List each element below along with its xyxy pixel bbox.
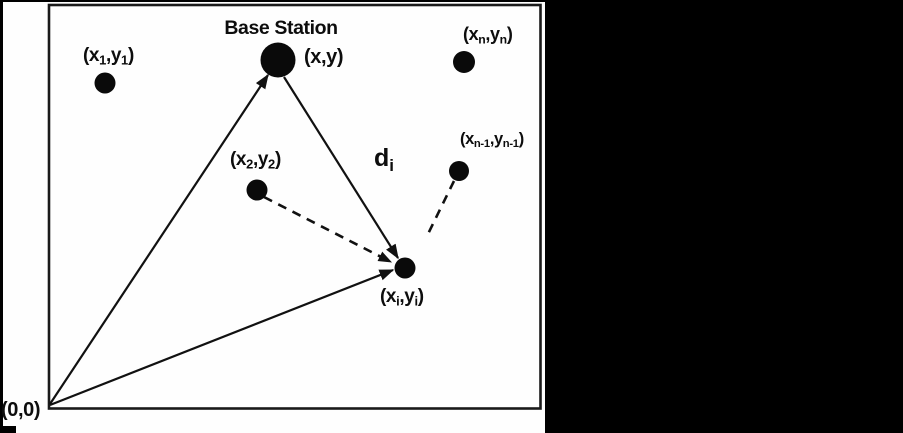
arrow-origin-to-node-i bbox=[49, 268, 395, 407]
deployment-area-border bbox=[47, 3, 542, 410]
sensor-node-n-1-dot bbox=[449, 161, 469, 181]
sensor-node-n-1-label: (xn-1,yn-1) bbox=[460, 130, 524, 151]
distance-label: di bbox=[374, 144, 394, 175]
base-station-dot bbox=[260, 42, 296, 78]
sensor-node-i-label: (xi,yi) bbox=[380, 286, 424, 309]
base-station-label: Base Station bbox=[224, 17, 338, 39]
arrow-origin-to-base-station bbox=[49, 73, 269, 405]
arrow-base-station-to-node-i bbox=[283, 76, 399, 260]
sensor-node-n-label: (xn,yn) bbox=[463, 24, 513, 47]
sensor-node-2-label: (x2,y2) bbox=[230, 149, 281, 172]
sensor-node-1-dot bbox=[94, 72, 116, 94]
origin-label: (0,0) bbox=[1, 399, 41, 421]
dashed-link-node-n-1-to-node-i bbox=[426, 180, 456, 235]
base-station-coords-label: (x,y) bbox=[304, 46, 344, 68]
sensor-node-i-dot bbox=[394, 257, 416, 279]
sensor-node-1-label: (x1,y1) bbox=[83, 45, 134, 68]
sensor-node-n-dot bbox=[453, 51, 475, 73]
scan-corner-artifact bbox=[0, 426, 16, 433]
dashed-link-node2-to-node-i bbox=[263, 195, 393, 264]
sensor-node-2-dot bbox=[246, 179, 268, 201]
